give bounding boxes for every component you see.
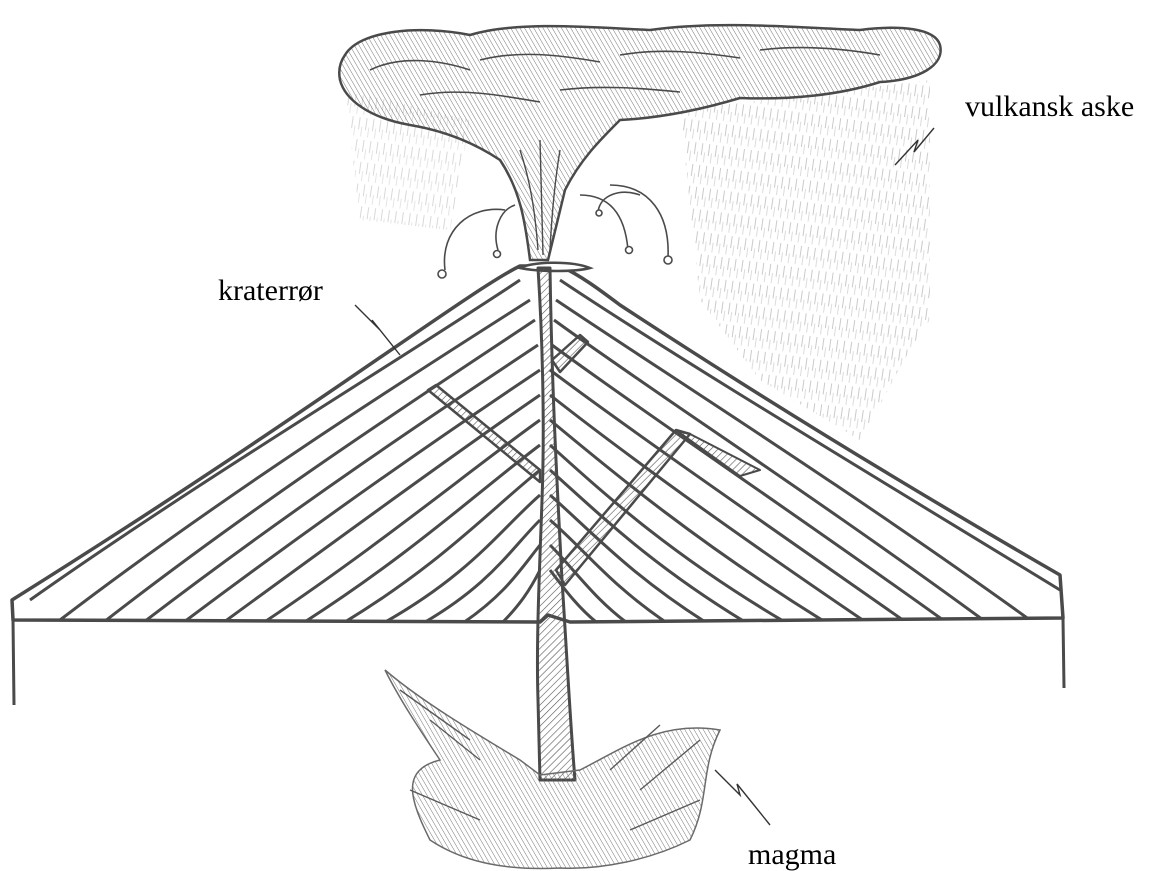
conduit-leader <box>355 305 400 355</box>
magma-label: magma <box>748 840 836 870</box>
conduit-label: kraterrør <box>218 276 323 306</box>
ash-label: vulkansk aske <box>965 92 1134 122</box>
magma-leader <box>715 770 770 825</box>
